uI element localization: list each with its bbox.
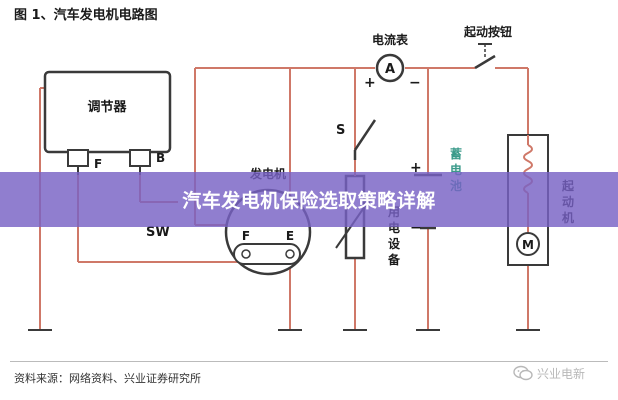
regulator-b-label: B — [156, 151, 165, 165]
ammeter-label: 电流表 — [372, 32, 409, 47]
ammeter-minus: − — [409, 75, 421, 91]
banner-title: 汽车发电机保险选取策略详解 — [182, 190, 436, 212]
battery-minus: − — [410, 220, 422, 236]
figure-title: 图 1、汽车发电机电路图 — [14, 8, 158, 23]
ammeter: A 电流表 + − — [364, 32, 421, 91]
start-button: 起动按钮 — [463, 24, 512, 70]
generator-e-label: E — [286, 229, 294, 243]
watermark: 兴业电新 — [537, 367, 586, 381]
battery-plus: + — [410, 160, 422, 176]
title-banner — [0, 172, 618, 227]
regulator-f-label: F — [94, 157, 102, 171]
ammeter-symbol: A — [385, 62, 395, 77]
switch-s: S — [336, 119, 377, 160]
switch-s-label: S — [336, 123, 345, 138]
sw-label: SW — [146, 225, 170, 240]
footer-divider — [10, 361, 608, 362]
wechat-icon — [513, 365, 533, 381]
regulator-label: 调节器 — [87, 99, 127, 115]
start-button-label: 起动按钮 — [463, 24, 512, 39]
generator-f-label: F — [242, 229, 250, 243]
source-note: 资料来源：网络资料、兴业证券研究所 — [14, 372, 201, 385]
regulator: 调节器 F B — [43, 70, 172, 175]
ammeter-plus: + — [364, 75, 376, 91]
motor-symbol: M — [522, 238, 534, 252]
